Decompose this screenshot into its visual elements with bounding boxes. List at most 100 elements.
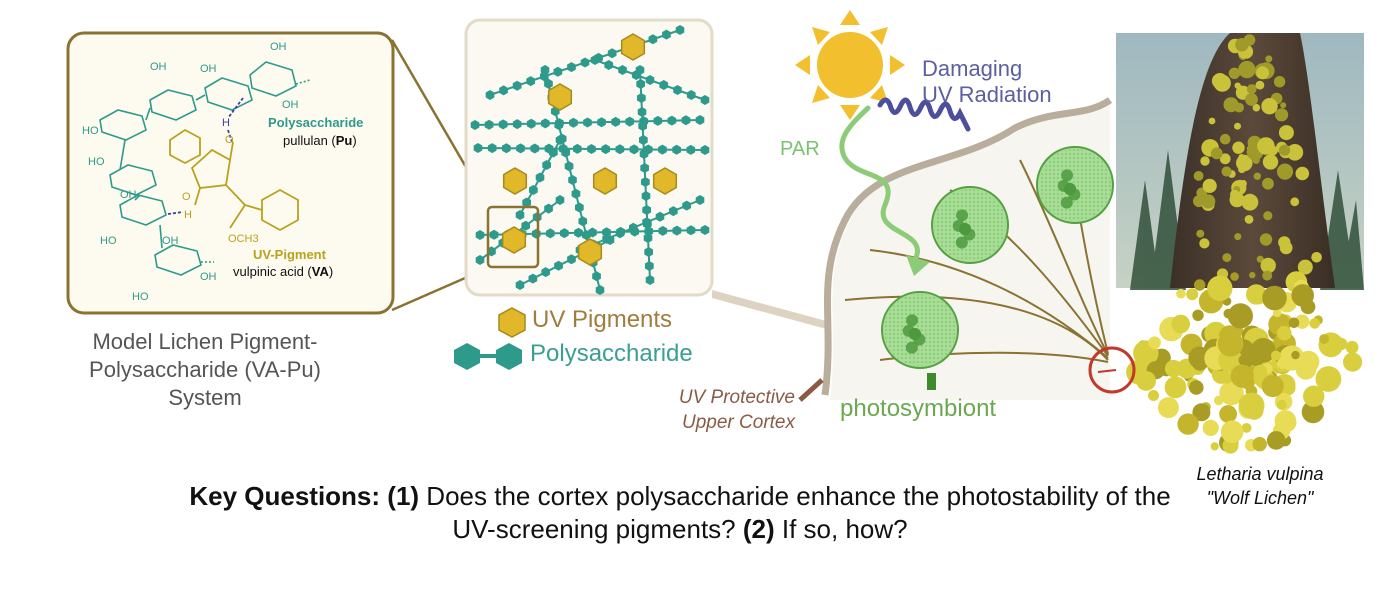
lichen-strand [1252, 437, 1267, 452]
question-1-number: (1) [387, 481, 420, 511]
lichen-clump [1202, 178, 1217, 193]
lichen-common-name: "Wolf Lichen" [1206, 488, 1314, 508]
par-arrow [839, 105, 920, 263]
polysaccharide-network [470, 25, 710, 295]
lichen-strand [1276, 358, 1288, 370]
lichen-clump [1246, 84, 1257, 94]
chloroplast-granule [1060, 196, 1073, 209]
sugar-unit [475, 255, 485, 265]
sugar-unit [540, 65, 550, 75]
sugar-unit [528, 273, 538, 284]
sugar-unit [555, 135, 565, 145]
lichen-clump [1210, 147, 1223, 160]
sugar-unit [658, 225, 668, 236]
polysaccharide-chain [639, 69, 651, 281]
sugar-unit [535, 172, 545, 183]
sugar-unit [485, 90, 495, 100]
polysaccharide-label: Polysaccharide [268, 115, 363, 130]
sugar-unit [530, 143, 540, 154]
lichen-strand [1164, 376, 1187, 399]
legend-uv-pigments: UV Pigments [532, 306, 673, 333]
lichen-strand [1291, 350, 1300, 360]
lichen-clump [1239, 180, 1247, 187]
sugar-unit [640, 163, 649, 173]
lichen-strand [1177, 413, 1199, 435]
sugar-unit [581, 230, 591, 240]
lichen-strand [1213, 395, 1224, 406]
sugar-unit [560, 228, 569, 239]
lichen-strand [1220, 420, 1244, 444]
sugar-unit [475, 230, 485, 240]
sugar-unit [695, 195, 705, 205]
network-zoom-lines [712, 290, 830, 330]
chloroplast-granule [956, 209, 969, 222]
lichen-strand [1301, 400, 1325, 424]
sugar-unit [574, 227, 583, 238]
sugar-unit [645, 261, 654, 271]
sugar-unit [641, 177, 650, 187]
pullulan-structure [99, 61, 311, 276]
lichen-clump [1273, 76, 1286, 88]
sugar-unit [686, 225, 696, 236]
chloroplast-granule [905, 341, 918, 354]
sugar-unit [636, 79, 645, 89]
sugar-unit [498, 119, 508, 130]
lichen-strand [1217, 330, 1244, 357]
sugar-unit [607, 48, 617, 59]
uv-radiation-arrow [877, 97, 971, 132]
lichen-clump [1276, 163, 1294, 180]
sugar-unit [673, 85, 682, 95]
lichen-clump [1278, 125, 1294, 141]
sugar-unit [553, 66, 563, 77]
lichen-strand [1227, 303, 1253, 329]
lichen-strand [1291, 284, 1314, 307]
lichen-clump [1222, 253, 1232, 263]
lichen-strand [1276, 399, 1287, 410]
sugar-unit [580, 57, 590, 68]
sugar-unit [546, 228, 555, 239]
chloroplast-granule [909, 328, 921, 340]
key-questions: Key Questions: (1) Does the cortex polys… [180, 480, 1180, 546]
cortex-pointer [798, 378, 824, 402]
sugar-unit [605, 235, 615, 245]
lichen-caption: Letharia vulpina "Wolf Lichen" [1160, 462, 1360, 510]
chloroplast-granule [906, 314, 919, 327]
uv-pigment-hexagon [652, 167, 678, 195]
atom-oh: OH [120, 189, 137, 201]
model-caption-line1: Model Lichen Pigment- [92, 329, 318, 354]
lichen-clump [1228, 67, 1241, 80]
sugar-unit [639, 149, 649, 159]
chloroplast-granule [959, 223, 971, 235]
lichen-strand [1238, 392, 1265, 419]
chloroplast-granule [1061, 169, 1074, 182]
sugar-unit [512, 119, 522, 130]
lichen-strand [1171, 314, 1190, 334]
lichen-clump [1290, 197, 1300, 207]
photosymbiont-texture [884, 294, 956, 366]
model-caption-line2: Polysaccharide (VA-Pu) [89, 357, 321, 382]
lichen-strand [1335, 337, 1348, 351]
atom-oh: OH [162, 235, 179, 247]
lichen-strand [1238, 354, 1250, 366]
structure-panel [66, 31, 395, 315]
lichen-strand [1345, 340, 1359, 354]
lichen-strand [1207, 275, 1233, 301]
sugar-unit [555, 195, 565, 205]
sugar-unit [686, 144, 696, 155]
sugar-unit [575, 202, 584, 213]
lichen-clump [1193, 171, 1204, 181]
sugar-unit [564, 161, 574, 172]
atom-oh: OH [270, 41, 287, 53]
uv-pigment-hexagon [577, 238, 603, 266]
uv-pigment-hexagon [547, 83, 573, 111]
sugar-unit [512, 80, 522, 91]
sugar-unit [648, 34, 658, 45]
lichen-clump [1208, 117, 1216, 125]
damaging-line2: UV Radiation [922, 82, 1052, 107]
question-2-text: If so, how? [774, 514, 908, 544]
sugar-unit [542, 160, 551, 170]
lichen-strand [1266, 431, 1286, 450]
polysaccharide-legend-icon [454, 343, 522, 370]
sugar-unit [618, 65, 627, 75]
sugar-unit [615, 228, 625, 239]
